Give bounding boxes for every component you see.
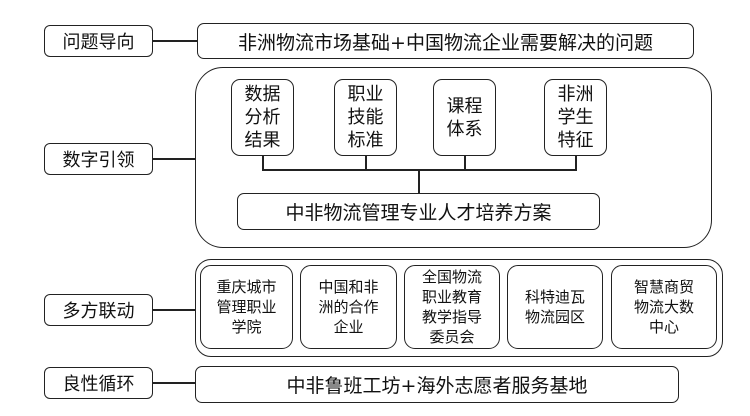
- digital-input-data-analysis: 数据 分析 结果: [231, 79, 294, 156]
- digital-input-text: 课程 体系: [446, 95, 483, 140]
- digital-input-student-traits: 非洲 学生 特征: [544, 79, 607, 156]
- tree-line-input-1: [262, 156, 264, 170]
- partner-text: 中国和非 洲的合作 企业: [318, 278, 379, 336]
- digital-input-text: 数据 分析 结果: [244, 84, 281, 151]
- row-label-cycle: 良性循环: [44, 367, 153, 399]
- digital-input-text: 职业 技能 标准: [347, 84, 384, 151]
- connector-cycle: [153, 382, 195, 384]
- partner-text: 科特迪瓦 物流园区: [524, 288, 585, 326]
- partner-text: 重庆城市 管理职业 学院: [216, 278, 277, 336]
- partner-cote-divoire-park: 科特迪瓦 物流园区: [507, 265, 603, 349]
- tree-line-output: [418, 169, 420, 193]
- tree-line-input-4: [575, 156, 577, 170]
- digital-input-text: 非洲 学生 特征: [557, 84, 594, 151]
- partner-sino-african-enterprises: 中国和非 洲的合作 企业: [300, 265, 397, 349]
- guidance-content-box: 非洲物流市场基础+中国物流企业需要解决的问题: [197, 23, 694, 59]
- partner-smart-logistics-data-center: 智慧商贸 物流大数 中心: [611, 265, 717, 349]
- row-label-cycle-text: 良性循环: [62, 374, 135, 395]
- tree-line-input-3: [464, 156, 466, 170]
- row-label-guidance: 问题导向: [44, 25, 153, 57]
- partner-logistics-education-committee: 全国物流 职业教育 教学指导 委员会: [404, 265, 500, 349]
- tree-line-input-2: [365, 156, 367, 170]
- row-label-digital: 数字引领: [44, 143, 153, 175]
- digital-output-text: 中非物流管理专业人才培养方案: [285, 202, 552, 224]
- row-label-digital-text: 数字引领: [62, 150, 135, 171]
- connector-guidance: [153, 40, 197, 42]
- cycle-content-box: 中非鲁班工坊+海外志愿者服务基地: [195, 366, 679, 403]
- digital-input-skill-standard: 职业 技能 标准: [334, 79, 397, 156]
- guidance-content-text: 非洲物流市场基础+中国物流企业需要解决的问题: [238, 31, 653, 54]
- digital-input-curriculum: 课程 体系: [433, 79, 496, 156]
- row-label-linkage: 多方联动: [44, 294, 153, 326]
- cycle-content-text: 中非鲁班工坊+海外志愿者服务基地: [286, 375, 588, 397]
- row-label-linkage-text: 多方联动: [62, 301, 135, 322]
- connector-digital: [153, 158, 195, 160]
- partner-text: 全国物流 职业教育 教学指导 委员会: [421, 268, 482, 346]
- row-label-guidance-text: 问题导向: [62, 32, 135, 53]
- connector-linkage: [153, 309, 195, 311]
- digital-output-box: 中非物流管理专业人才培养方案: [237, 193, 600, 230]
- partner-chongqing-college: 重庆城市 管理职业 学院: [200, 265, 293, 349]
- partner-text: 智慧商贸 物流大数 中心: [633, 278, 694, 336]
